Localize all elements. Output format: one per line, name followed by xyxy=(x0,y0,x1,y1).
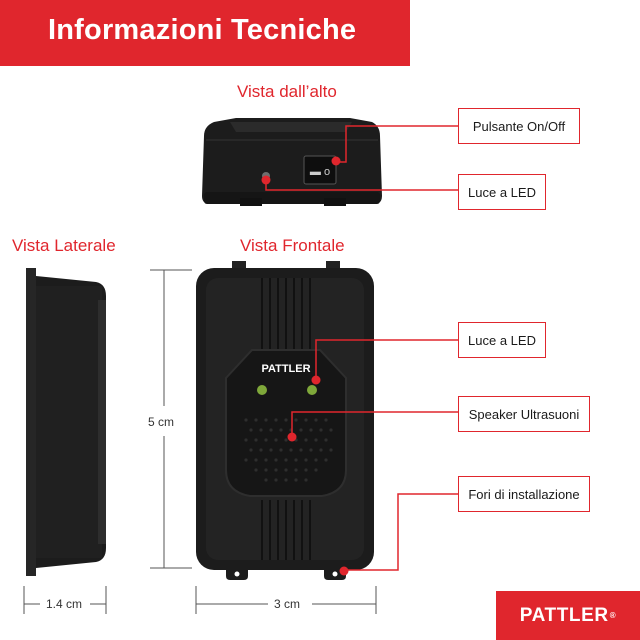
power-switch[interactable]: ▬ o xyxy=(303,155,337,185)
callout-speaker: Speaker Ultrasuoni xyxy=(458,396,590,432)
side-view-label: Vista Laterale xyxy=(12,236,116,255)
front-view-label: Vista Frontale xyxy=(240,236,345,255)
depth-dimension xyxy=(23,586,107,614)
brand-logo: PATTLER® xyxy=(496,591,640,640)
header-band xyxy=(0,0,410,66)
width-dimension-label: 3 cm xyxy=(274,597,301,611)
top-view-device xyxy=(202,118,382,206)
callout-lines-front xyxy=(291,339,458,571)
callout-led-front: Luce a LED xyxy=(458,322,546,358)
callout-mount-holes: Fori di installazione xyxy=(458,476,590,512)
front-led-right xyxy=(307,385,317,395)
front-view-device xyxy=(196,261,374,580)
callout-led-top: Luce a LED xyxy=(458,174,546,210)
depth-dimension-label: 1.4 cm xyxy=(46,597,83,611)
device-logo: PATTLER xyxy=(261,363,310,375)
top-view-label: Vista dall’alto xyxy=(237,82,337,101)
brand-name: PATTLER xyxy=(519,604,609,626)
callout-power-button: Pulsante On/Off xyxy=(458,108,580,144)
width-dimension xyxy=(195,586,377,614)
side-view-device xyxy=(26,268,106,576)
height-dimension xyxy=(150,269,192,569)
brand-registered-mark: ® xyxy=(609,611,617,620)
page-title: Informazioni Tecniche xyxy=(48,14,357,46)
front-led-left xyxy=(257,385,267,395)
svg-text:▬ o: ▬ o xyxy=(310,166,330,178)
height-dimension-label: 5 cm xyxy=(148,415,175,429)
